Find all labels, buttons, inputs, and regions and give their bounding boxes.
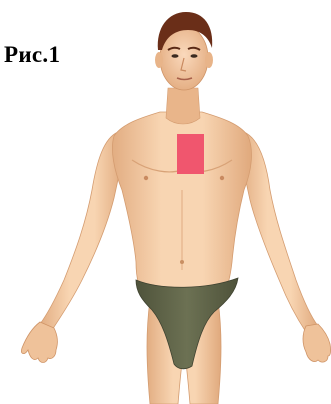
neck (166, 88, 200, 124)
right-hand (303, 324, 331, 362)
left-arm (40, 132, 124, 330)
left-nipple (144, 176, 148, 180)
sternum-marker (177, 134, 204, 174)
navel (180, 260, 184, 264)
right-arm (240, 132, 318, 332)
right-ear (205, 52, 213, 68)
left-hand (21, 322, 57, 363)
right-nipple (220, 176, 224, 180)
left-ear (155, 52, 163, 68)
left-eye (172, 54, 179, 58)
right-eye (191, 54, 198, 58)
